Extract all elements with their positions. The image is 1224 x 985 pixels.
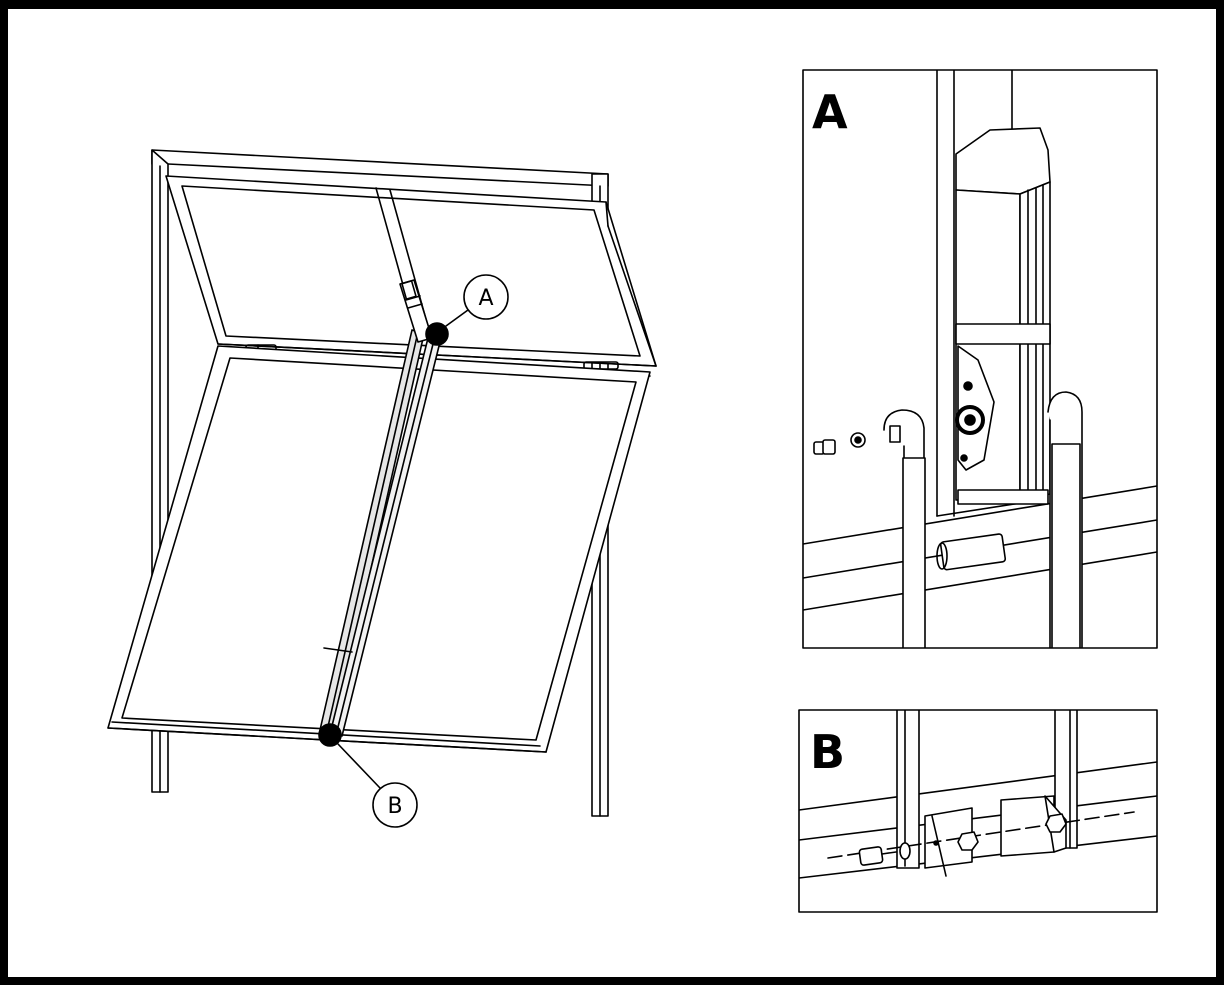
detail-b-panel [798,709,1158,913]
motor-unit [955,127,1051,505]
attachment-point-b [318,723,418,828]
attachment-point-a [425,274,509,346]
callout-a-label: A [478,286,493,311]
upper-glass-panel [165,175,657,377]
detail-a-label: A [812,85,848,139]
rod-arms-detail [883,391,1083,648]
detail-a-panel [802,69,1158,649]
callout-b-label: B [387,794,402,819]
main-assembly-view [107,149,657,828]
detail-b-label: B [810,725,845,779]
fasteners-detail-a [813,432,866,455]
actuator-rods [319,279,441,737]
